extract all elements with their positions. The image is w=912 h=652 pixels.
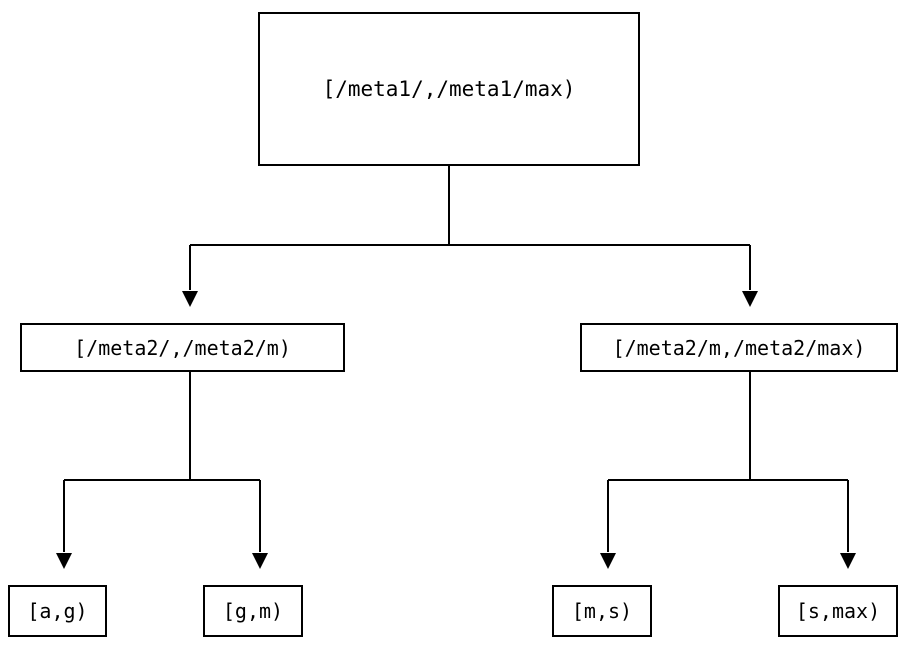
node-leaf-s-max-label: [s,max) bbox=[795, 599, 881, 623]
node-leaf-a-g[interactable]: [a,g) bbox=[8, 585, 107, 637]
node-leaf-s-max[interactable]: [s,max) bbox=[778, 585, 898, 637]
arrowhead-down-icon bbox=[252, 553, 268, 569]
node-leaf-g-m[interactable]: [g,m) bbox=[203, 585, 303, 637]
node-leaf-g-m-label: [g,m) bbox=[222, 599, 284, 623]
node-leaf-m-s[interactable]: [m,s) bbox=[552, 585, 652, 637]
arrowhead-down-icon bbox=[600, 553, 616, 569]
node-meta2-high-interval[interactable]: [/meta2/m,/meta2/max) bbox=[580, 323, 898, 372]
node-root-label: [/meta1/,/meta1/max) bbox=[322, 76, 576, 101]
node-meta2-low-interval[interactable]: [/meta2/,/meta2/m) bbox=[20, 323, 345, 372]
node-root-meta1-interval[interactable]: [/meta1/,/meta1/max) bbox=[258, 12, 640, 166]
node-leaf-m-s-label: [m,s) bbox=[571, 599, 633, 623]
arrowhead-down-icon bbox=[742, 291, 758, 307]
arrowhead-down-icon bbox=[840, 553, 856, 569]
arrowhead-down-icon bbox=[56, 553, 72, 569]
arrowhead-down-icon bbox=[182, 291, 198, 307]
node-leaf-a-g-label: [a,g) bbox=[27, 599, 88, 623]
node-meta2-high-label: [/meta2/m,/meta2/max) bbox=[612, 335, 866, 360]
node-meta2-low-label: [/meta2/,/meta2/m) bbox=[74, 335, 291, 360]
